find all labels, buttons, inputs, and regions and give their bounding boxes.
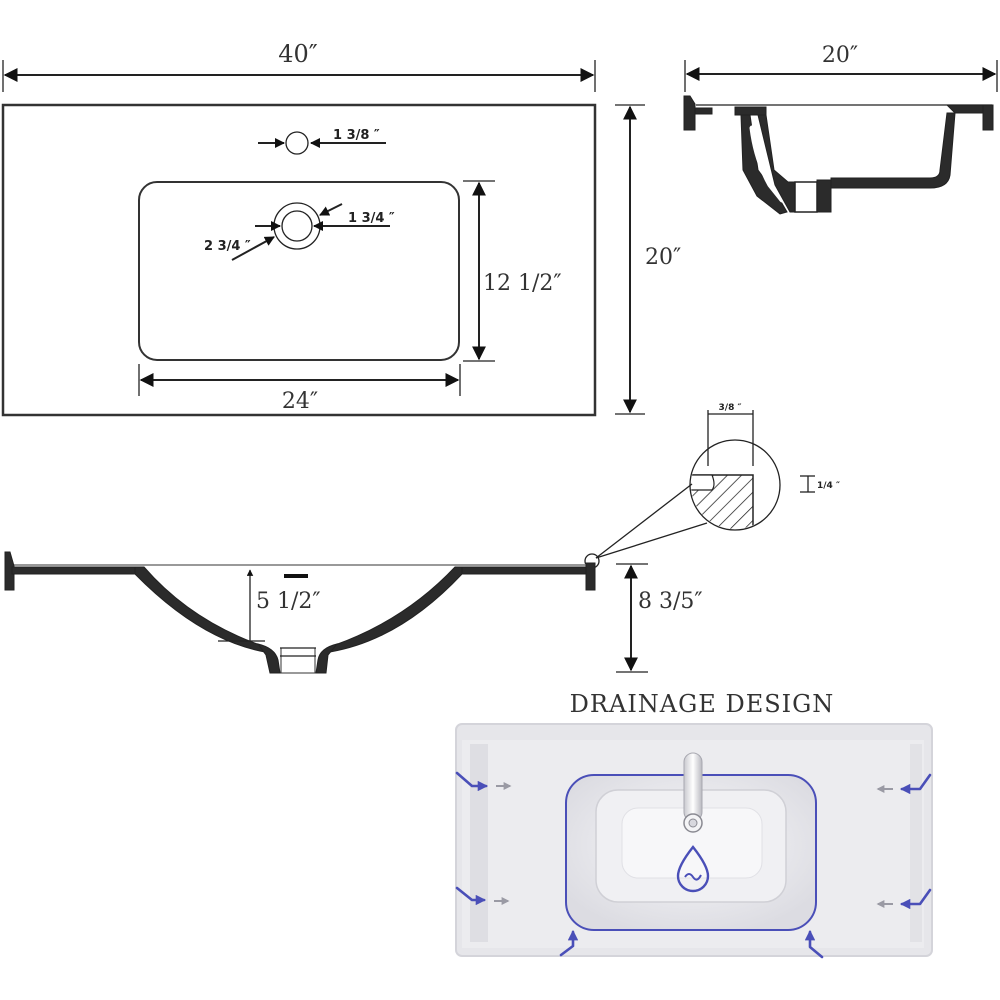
faucet-hole-label: 1 3/8 ″ [333,128,380,143]
top-view: 40″ 1 3/8 ″ 1 3/4 ″ 2 3/4 ″ [1,40,681,417]
drain-inner-label: 1 3/4 ″ [348,211,395,226]
drainage-design: DRAINAGE DESIGN [455,690,933,959]
side-section-profile [683,95,994,215]
overall-height-dimension: 8 3/5″ [616,563,703,673]
water-drop-icon [676,845,710,893]
edge-detail: 3/8 ″ 1/4 ″ [584,403,840,569]
overall-width-label: 40″ [278,40,318,68]
front-bowl-depth-dimension: 5 1/2″ [218,569,321,642]
side-width-label: 20″ [822,43,858,68]
front-bowl-depth-label: 5 1/2″ [256,589,321,614]
bowl-width-dimension: 24″ [138,364,461,414]
bowl-outline [138,181,460,361]
drain-hole: 1 3/4 ″ 2 3/4 ″ [204,202,395,261]
edge-height-label: 1/4 ″ [817,481,840,491]
drainage-title: DRAINAGE DESIGN [570,690,835,718]
front-section-view: 5 1/2″ 8 3/5″ [4,551,703,674]
side-width-dimension: 20″ [684,43,998,92]
faucet [683,752,703,833]
overall-depth-label: 20″ [645,245,681,270]
drain-outer-label: 2 3/4 ″ [204,239,251,254]
side-section-view: 20″ [683,43,998,215]
overall-depth-dimension: 20″ [615,104,681,415]
bowl-width-label: 24″ [282,389,318,414]
bowl-depth-label: 12 1/2″ [483,271,562,296]
flow-arrows-right [804,773,932,959]
overall-height-label: 8 3/5″ [638,589,703,614]
bowl-depth-dimension: 12 1/2″ [463,180,562,362]
faucet-hole: 1 3/8 ″ [258,128,386,155]
overall-width-dimension: 40″ [2,40,596,92]
edge-width-label: 3/8 ″ [719,403,742,413]
flow-arrows-left [455,771,579,957]
